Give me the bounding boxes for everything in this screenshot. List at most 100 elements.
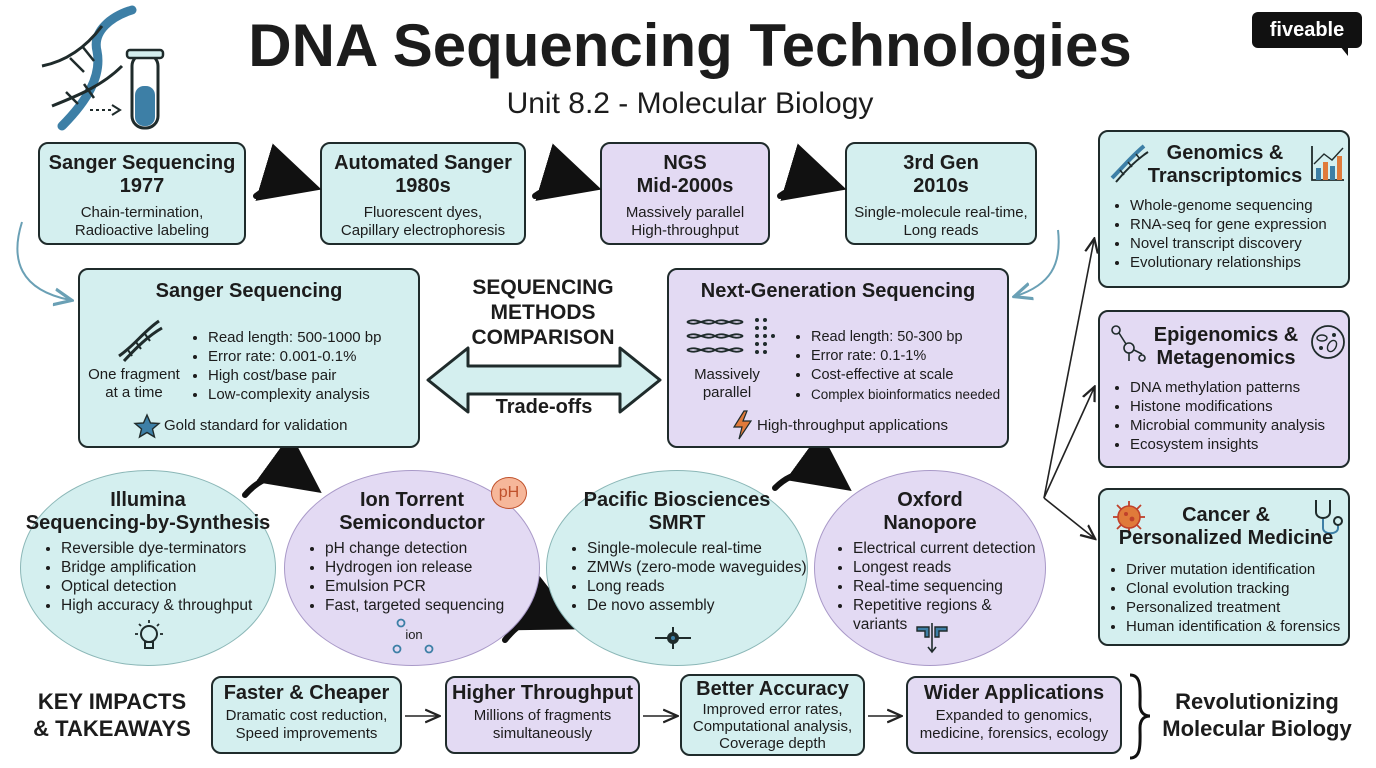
platform-title-line: Semiconductor: [339, 512, 485, 534]
platform-arrow: [242, 431, 852, 643]
caption-line: Massively: [694, 366, 760, 383]
bullet: Ecosystem insights: [1130, 435, 1348, 454]
platform-title-line: Ion Torrent: [359, 489, 465, 511]
ngs-comparison-card: Next-Generation Sequencing Massively par…: [667, 268, 1009, 448]
bullet: Fast, targeted sequencing: [325, 596, 537, 615]
takeaway-line: Dramatic cost reduction,: [225, 707, 388, 724]
takeaway-line: Expanded to genomics,: [935, 707, 1093, 724]
platform-title-line: Nanopore: [883, 512, 977, 534]
timeline-title: Automated Sanger: [334, 152, 512, 174]
timeline-year: 1977: [119, 175, 165, 197]
timeline-year: 2010s: [913, 175, 969, 197]
star-icon: [133, 413, 161, 439]
bar-chart-icon: [1310, 144, 1346, 182]
application-title: Cancer & Personalized Medicine: [1118, 504, 1334, 550]
application-cancer: Cancer & Personalized Medicine Driver mu…: [1098, 488, 1350, 646]
platform-bullets: pH change detection Hydrogen ion release…: [307, 539, 537, 615]
bullet: Long reads: [587, 577, 807, 596]
platform-bullets: Single-molecule real-time ZMWs (zero-mod…: [569, 539, 807, 615]
platform-title-line: Sequencing-by-Synthesis: [25, 512, 271, 534]
platform-oxford-nanopore: Oxford Nanopore Electrical current detec…: [814, 470, 1046, 666]
bullet: Driver mutation identification: [1126, 560, 1350, 579]
bullet: RNA-seq for gene expression: [1130, 215, 1348, 234]
timeline-title: NGS: [663, 152, 707, 174]
sanger-bullets: Read length: 500-1000 bp Error rate: 0.0…: [190, 328, 420, 404]
conclusion-text: Revolutionizing Molecular Biology: [1152, 688, 1362, 742]
bullet: Read length: 50-300 bp: [811, 328, 1009, 347]
bullet: Low-complexity analysis: [208, 385, 420, 404]
bullet: Evolutionary relationships: [1130, 253, 1348, 272]
application-title-line: Cancer &: [1182, 504, 1270, 526]
sanger-comparison-card: Sanger Sequencing One fragment at a time…: [78, 268, 420, 448]
lightning-icon: [731, 410, 753, 440]
timeline-card-ngs: NGS Mid-2000s Massively parallel High-th…: [600, 142, 770, 245]
takeaway-line: Millions of fragments: [473, 707, 612, 724]
caption-line: parallel: [702, 384, 752, 401]
platform-bullets: Reversible dye-terminators Bridge amplif…: [43, 539, 273, 615]
timeline-line: High-throughput: [631, 222, 739, 239]
takeaways-label-line: & TAKEAWAYS: [33, 716, 191, 741]
ph-badge-icon: pH: [491, 477, 527, 509]
bullet: Cost-effective at scale: [811, 366, 1009, 385]
takeaway-line: Coverage depth: [719, 735, 826, 752]
takeaway-title: Better Accuracy: [696, 678, 849, 700]
timeline-card-sanger: Sanger Sequencing 1977 Chain-termination…: [38, 142, 246, 245]
fiveable-logo-tail: [1340, 46, 1348, 56]
platform-ion-torrent: Ion Torrent Semiconductor pH pH change d…: [284, 470, 540, 666]
caption-line: One fragment: [88, 366, 180, 383]
timeline-line: Capillary electrophoresis: [340, 222, 506, 239]
ngs-bullets: Read length: 50-300 bp Error rate: 0.1-1…: [793, 328, 1009, 404]
fiveable-logo: fiveable: [1252, 12, 1362, 48]
conclusion-line: Molecular Biology: [1162, 716, 1352, 741]
application-epigenomics: Epigenomics & Metagenomics DNA methylati…: [1098, 310, 1350, 468]
bullet: ZMWs (zero-mode waveguides): [587, 558, 807, 577]
dna-test-tube-icon: [32, 5, 172, 132]
platform-illumina: Illumina Sequencing-by-Synthesis Reversi…: [20, 470, 276, 666]
bullet: Personalized treatment: [1126, 598, 1350, 617]
platform-title: Pacific Biosciences SMRT: [547, 489, 807, 535]
bullet: pH change detection: [325, 539, 537, 558]
bullet: Novel transcript discovery: [1130, 234, 1348, 253]
sanger-comparison-title: Sanger Sequencing: [155, 280, 343, 302]
takeaways-label-line: KEY IMPACTS: [37, 689, 187, 714]
stethoscope-icon: [1312, 498, 1344, 538]
timeline-card-3rd-gen: 3rd Gen 2010s Single-molecule real-time,…: [845, 142, 1037, 245]
platform-bullets: Electrical current detection Longest rea…: [835, 539, 1047, 634]
caption-line: at a time: [105, 384, 163, 401]
application-arrow: [1043, 240, 1094, 538]
parallel-dna-icon: [685, 316, 777, 358]
takeaway-higher-throughput: Higher Throughput Millions of fragments …: [445, 676, 640, 754]
bullet: Human identification & forensics: [1126, 617, 1350, 636]
nanopore-icon: [915, 621, 949, 655]
bullet: Complex bioinformatics needed: [811, 385, 1009, 404]
platform-title: Illumina Sequencing-by-Synthesis: [21, 489, 275, 535]
ngs-footer: High-throughput applications: [757, 417, 948, 434]
bullet: Histone modifications: [1130, 397, 1348, 416]
page-subtitle: Unit 8.2 - Molecular Biology: [506, 87, 874, 120]
platform-title-line: Illumina: [110, 489, 186, 511]
takeaway-line: simultaneously: [492, 725, 593, 742]
platform-title: Oxford Nanopore: [815, 489, 1045, 535]
takeaways-label: KEY IMPACTS & TAKEAWAYS: [22, 688, 202, 742]
dna-helix-small-icon: [1108, 142, 1149, 183]
takeaway-line: Speed improvements: [235, 725, 378, 742]
takeaway-title: Faster & Cheaper: [223, 682, 390, 704]
molecule-icon: [1110, 324, 1146, 364]
ph-badge-text: pH: [498, 484, 520, 501]
bullet: Electrical current detection: [853, 539, 1047, 558]
application-title-line: Metagenomics: [1156, 347, 1296, 369]
platform-pacbio: Pacific Biosciences SMRT Single-molecule…: [546, 470, 808, 666]
application-genomics: Genomics & Transcriptomics Whole-genome …: [1098, 130, 1350, 288]
takeaway-line: medicine, forensics, ecology: [919, 725, 1109, 742]
bullet: Microbial community analysis: [1130, 416, 1348, 435]
timeline-line: Fluorescent dyes,: [363, 204, 483, 221]
timeline-line: Massively parallel: [625, 204, 745, 221]
timeline-card-automated-sanger: Automated Sanger 1980s Fluorescent dyes,…: [320, 142, 526, 245]
takeaway-wider-applications: Wider Applications Expanded to genomics,…: [906, 676, 1122, 754]
bullet: Error rate: 0.1-1%: [811, 347, 1009, 366]
application-title-line: Genomics &: [1166, 142, 1284, 164]
center-title-line: COMPARISON: [471, 326, 615, 349]
bullet: DNA methylation patterns: [1130, 378, 1348, 397]
bullet: Bridge amplification: [61, 558, 273, 577]
